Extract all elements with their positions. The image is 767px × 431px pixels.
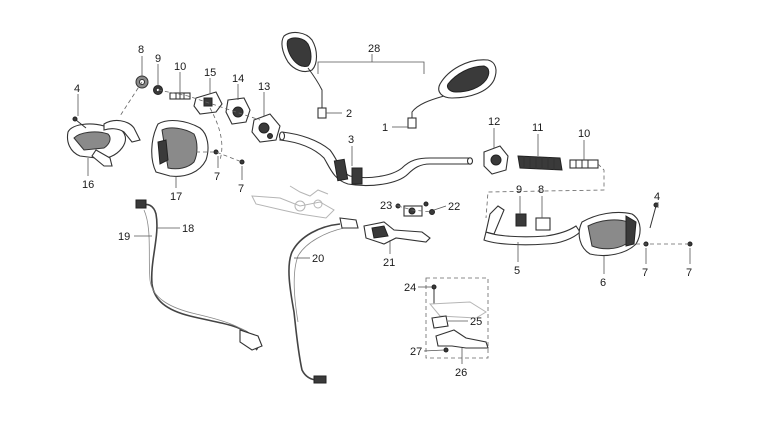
callout-8-left: 8 (138, 44, 144, 56)
brake-lever-kit (425, 277, 489, 359)
left-hand-guard-bracket (66, 119, 141, 167)
callout-4-left: 4 (74, 83, 80, 95)
callout-12: 12 (488, 116, 500, 128)
ghost-switch-assembly (251, 185, 335, 219)
callout-labels: 28 2 1 3 8 9 10 15 14 13 4 16 17 7 7 19 … (74, 43, 692, 379)
throttle-cable (135, 199, 263, 351)
callout-9-left: 9 (155, 53, 161, 65)
callout-21: 21 (383, 257, 395, 269)
callout-19: 19 (118, 231, 130, 243)
callout-7-right-b: 7 (686, 267, 692, 279)
callout-4-right: 4 (654, 191, 660, 203)
clutch-cable (288, 217, 359, 384)
callout-2: 2 (346, 108, 352, 120)
callout-1: 1 (382, 122, 388, 134)
left-alignment-lines (119, 81, 261, 163)
callout-28: 28 (368, 43, 380, 55)
callout-11: 11 (532, 122, 543, 134)
clutch-lever-assembly (363, 201, 435, 245)
callout-25: 25 (470, 316, 482, 328)
callout-16: 16 (82, 179, 94, 191)
callout-10-left: 10 (174, 61, 186, 73)
right-hand-guard-shield (578, 202, 693, 257)
handlebar (278, 131, 474, 187)
callout-24: 24 (404, 282, 416, 294)
left-small-parts (72, 75, 281, 165)
callout-18: 18 (182, 223, 194, 235)
callout-5: 5 (514, 265, 520, 277)
callout-27: 27 (410, 346, 422, 358)
callout-17: 17 (170, 191, 182, 203)
callout-7-left-b: 7 (238, 183, 244, 195)
right-hand-guard-bracket (483, 205, 581, 246)
callout-7-right-a: 7 (642, 267, 648, 279)
callout-13: 13 (258, 81, 270, 93)
callout-20: 20 (312, 253, 324, 265)
callout-14: 14 (232, 73, 244, 85)
callout-15: 15 (204, 67, 216, 79)
callout-7-left-a: 7 (214, 171, 220, 183)
left-hand-guard-shield (151, 119, 209, 177)
mirror-left (281, 31, 327, 119)
callout-10-right: 10 (578, 128, 590, 140)
callout-8-right: 8 (538, 184, 544, 196)
callout-23: 23 (380, 200, 392, 212)
callout-3: 3 (348, 134, 354, 146)
right-grip-parts (483, 145, 605, 219)
callout-6: 6 (600, 277, 606, 289)
mirror-right (407, 59, 497, 129)
callout-9-right: 9 (516, 184, 522, 196)
leader-lines (77, 54, 691, 364)
callout-22: 22 (448, 201, 460, 213)
callout-26: 26 (455, 367, 467, 379)
